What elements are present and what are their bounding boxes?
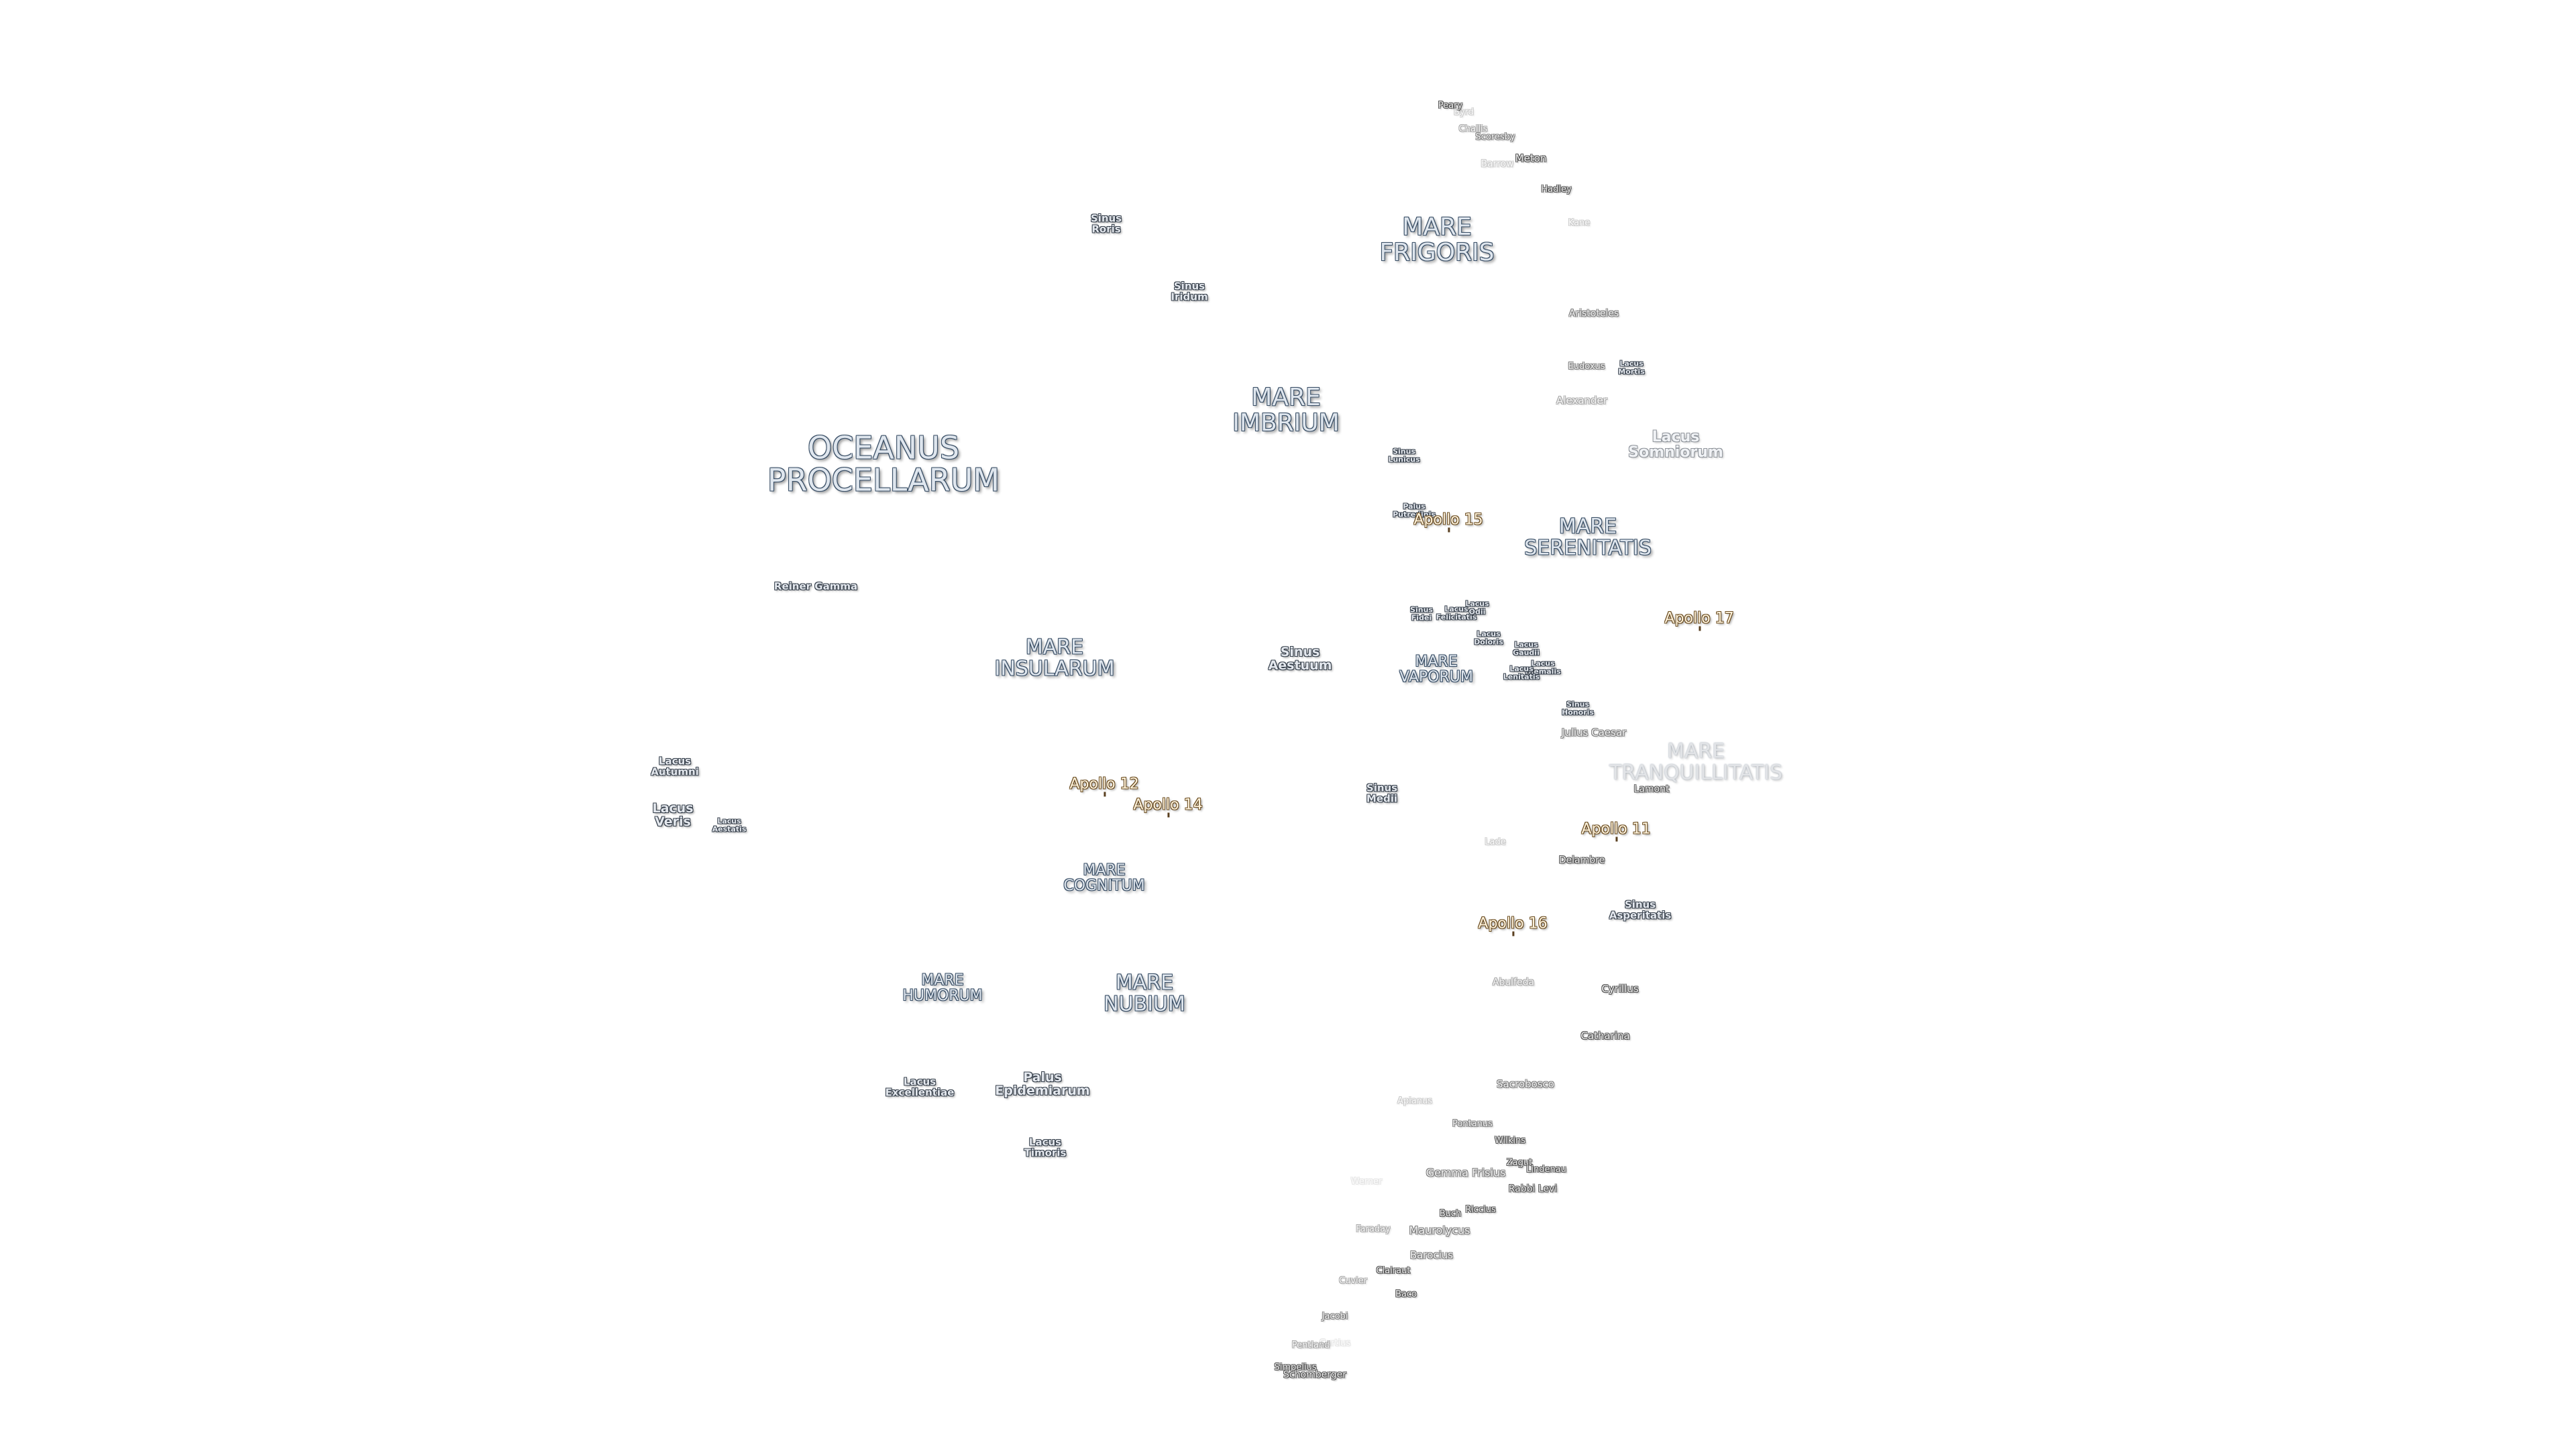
label-simpelius: Simpelius xyxy=(1274,1362,1317,1373)
label-rabbi-levi: Rabbi Levi xyxy=(1508,1183,1558,1195)
label-sinus-fidei: Sinus Fidei xyxy=(1410,605,1433,622)
label-palus-putredinis: Palus Putredinis xyxy=(1393,502,1436,519)
label-aristoteles: Aristoteles xyxy=(1568,308,1619,319)
label-lacus-hiemalis: Lacus Hiemalis xyxy=(1525,659,1561,676)
label-lacus-gaudii: Lacus Gaudii xyxy=(1513,640,1540,657)
label-sinus-iridum: Sinus Iridum xyxy=(1171,280,1208,303)
label-curtius: Curtius xyxy=(1319,1338,1351,1349)
label-peary: Peary xyxy=(1438,101,1463,111)
label-barrow: Barrow xyxy=(1481,158,1514,170)
label-lindenau: Lindenau xyxy=(1526,1165,1566,1175)
label-sacrobosco: Sacrobosco xyxy=(1497,1078,1554,1091)
label-mare-serenitatis: MARE SERENITATIS xyxy=(1524,515,1652,559)
label-lacus-lenitatis: Lacus Lenitatis xyxy=(1503,664,1540,681)
label-mare-cognitum: MARE COGNITUM xyxy=(1063,861,1145,894)
label-barocius: Barocius xyxy=(1409,1249,1454,1262)
label-eudoxus: Eudoxus xyxy=(1568,362,1605,372)
label-wilkins: Wilkins xyxy=(1495,1136,1525,1146)
label-gemma-frisius: Gemma Frisius xyxy=(1426,1166,1506,1179)
label-cyrillus: Cyrillus xyxy=(1601,983,1639,996)
marker-apollo-15[interactable]: Apollo 15 xyxy=(1413,511,1483,533)
label-mare-humorum: MARE HUMORUM xyxy=(902,971,983,1004)
marker-apollo-12[interactable]: Apollo 12 xyxy=(1069,775,1139,797)
label-lacus-aestatis: Lacus Aestatis xyxy=(712,816,747,833)
label-oceanus-procellarum: OCEANUS PROCELLARUM xyxy=(767,429,1000,498)
label-mare-insularum: MARE INSULARUM xyxy=(994,635,1115,680)
label-jacobi: Jacobi xyxy=(1322,1311,1348,1322)
marker-apollo-14[interactable]: Apollo 14 xyxy=(1133,796,1203,818)
label-mare-vaporum: MARE VAPORUM xyxy=(1399,653,1473,686)
label-zagut: Zagut xyxy=(1506,1158,1533,1169)
label-mare-nubium: MARE NUBIUM xyxy=(1104,971,1185,1016)
label-lacus-timoris: Lacus Timoris xyxy=(1024,1136,1067,1159)
label-mare-frigoris: MARE FRIGORIS xyxy=(1379,213,1495,266)
label-lacus-veris: Lacus Veris xyxy=(652,801,694,829)
label-sinus-lunicus: Sinus Lunicus xyxy=(1388,447,1420,464)
label-palus-epidemiarum: Palus Epidemiarum xyxy=(995,1070,1090,1098)
label-apianus: Apianus xyxy=(1397,1096,1432,1107)
label-lacus-mortis: Lacus Mortis xyxy=(1618,359,1645,376)
label-mare-tranquillitatis: MARE TRANQUILLITATIS xyxy=(1609,739,1783,784)
label-lade: Lade xyxy=(1485,837,1506,848)
label-lamont: Lamont xyxy=(1633,784,1670,795)
marker-apollo-17[interactable]: Apollo 17 xyxy=(1664,610,1734,631)
label-catharina: Catharina xyxy=(1580,1030,1630,1042)
label-lacus-felicitatis: Lacus Felicitatis xyxy=(1436,604,1477,621)
label-cuvier: Cuvier xyxy=(1339,1276,1367,1287)
label-riccius: Riccius xyxy=(1465,1205,1496,1216)
label-scoresby: Scoresby xyxy=(1475,132,1515,143)
label-buch: Buch xyxy=(1439,1209,1462,1220)
label-meton: Meton xyxy=(1515,152,1547,165)
label-hadley: Hadley xyxy=(1541,184,1572,195)
label-pontanus: Pontanus xyxy=(1452,1119,1493,1130)
label-schomberger: Schomberger xyxy=(1283,1369,1346,1381)
label-lacus-excellentiae: Lacus Excellentiae xyxy=(885,1075,955,1098)
label-julius-caesar: Julius Caesar xyxy=(1561,727,1627,739)
label-maurolycus: Maurolycus xyxy=(1409,1224,1470,1237)
label-mare-imbrium: MARE IMBRIUM xyxy=(1232,384,1340,437)
label-pentland: Pentland xyxy=(1291,1340,1330,1351)
label-lacus-doloris: Lacus Doloris xyxy=(1474,629,1503,646)
label-clairaut: Clairaut xyxy=(1376,1266,1411,1277)
label-sinus-aestuum: Sinus Aestuum xyxy=(1268,645,1332,673)
marker-apollo-11[interactable]: Apollo 11 xyxy=(1581,820,1651,842)
label-lacus-somniorum: Lacus Somniorum xyxy=(1628,428,1723,461)
label-abulfeda: Abulfeda xyxy=(1492,977,1535,988)
label-sinus-medii: Sinus Medii xyxy=(1366,782,1398,804)
label-sinus-roris: Sinus Roris xyxy=(1090,212,1122,235)
label-sinus-asperitatis: Sinus Asperitatis xyxy=(1609,898,1672,921)
label-sinus-honoris: Sinus Honoris xyxy=(1562,700,1594,716)
label-lacus-odii: Lacus Odii xyxy=(1465,599,1489,616)
label-baco: Baco xyxy=(1395,1289,1417,1300)
label-werner: Werner xyxy=(1350,1177,1383,1187)
label-byrd: Byrd xyxy=(1454,107,1474,118)
label-faraday: Faraday xyxy=(1356,1224,1391,1235)
label-kane: Kane xyxy=(1568,218,1591,229)
marker-apollo-16[interactable]: Apollo 16 xyxy=(1478,915,1548,936)
label-reiner-gamma: Reiner Gamma xyxy=(773,580,858,593)
label-alexander: Alexander xyxy=(1556,394,1607,407)
label-challis: Challis xyxy=(1458,124,1488,135)
label-lacus-autumni: Lacus Autumni xyxy=(651,755,699,777)
label-delambre: Delambre xyxy=(1558,855,1605,866)
